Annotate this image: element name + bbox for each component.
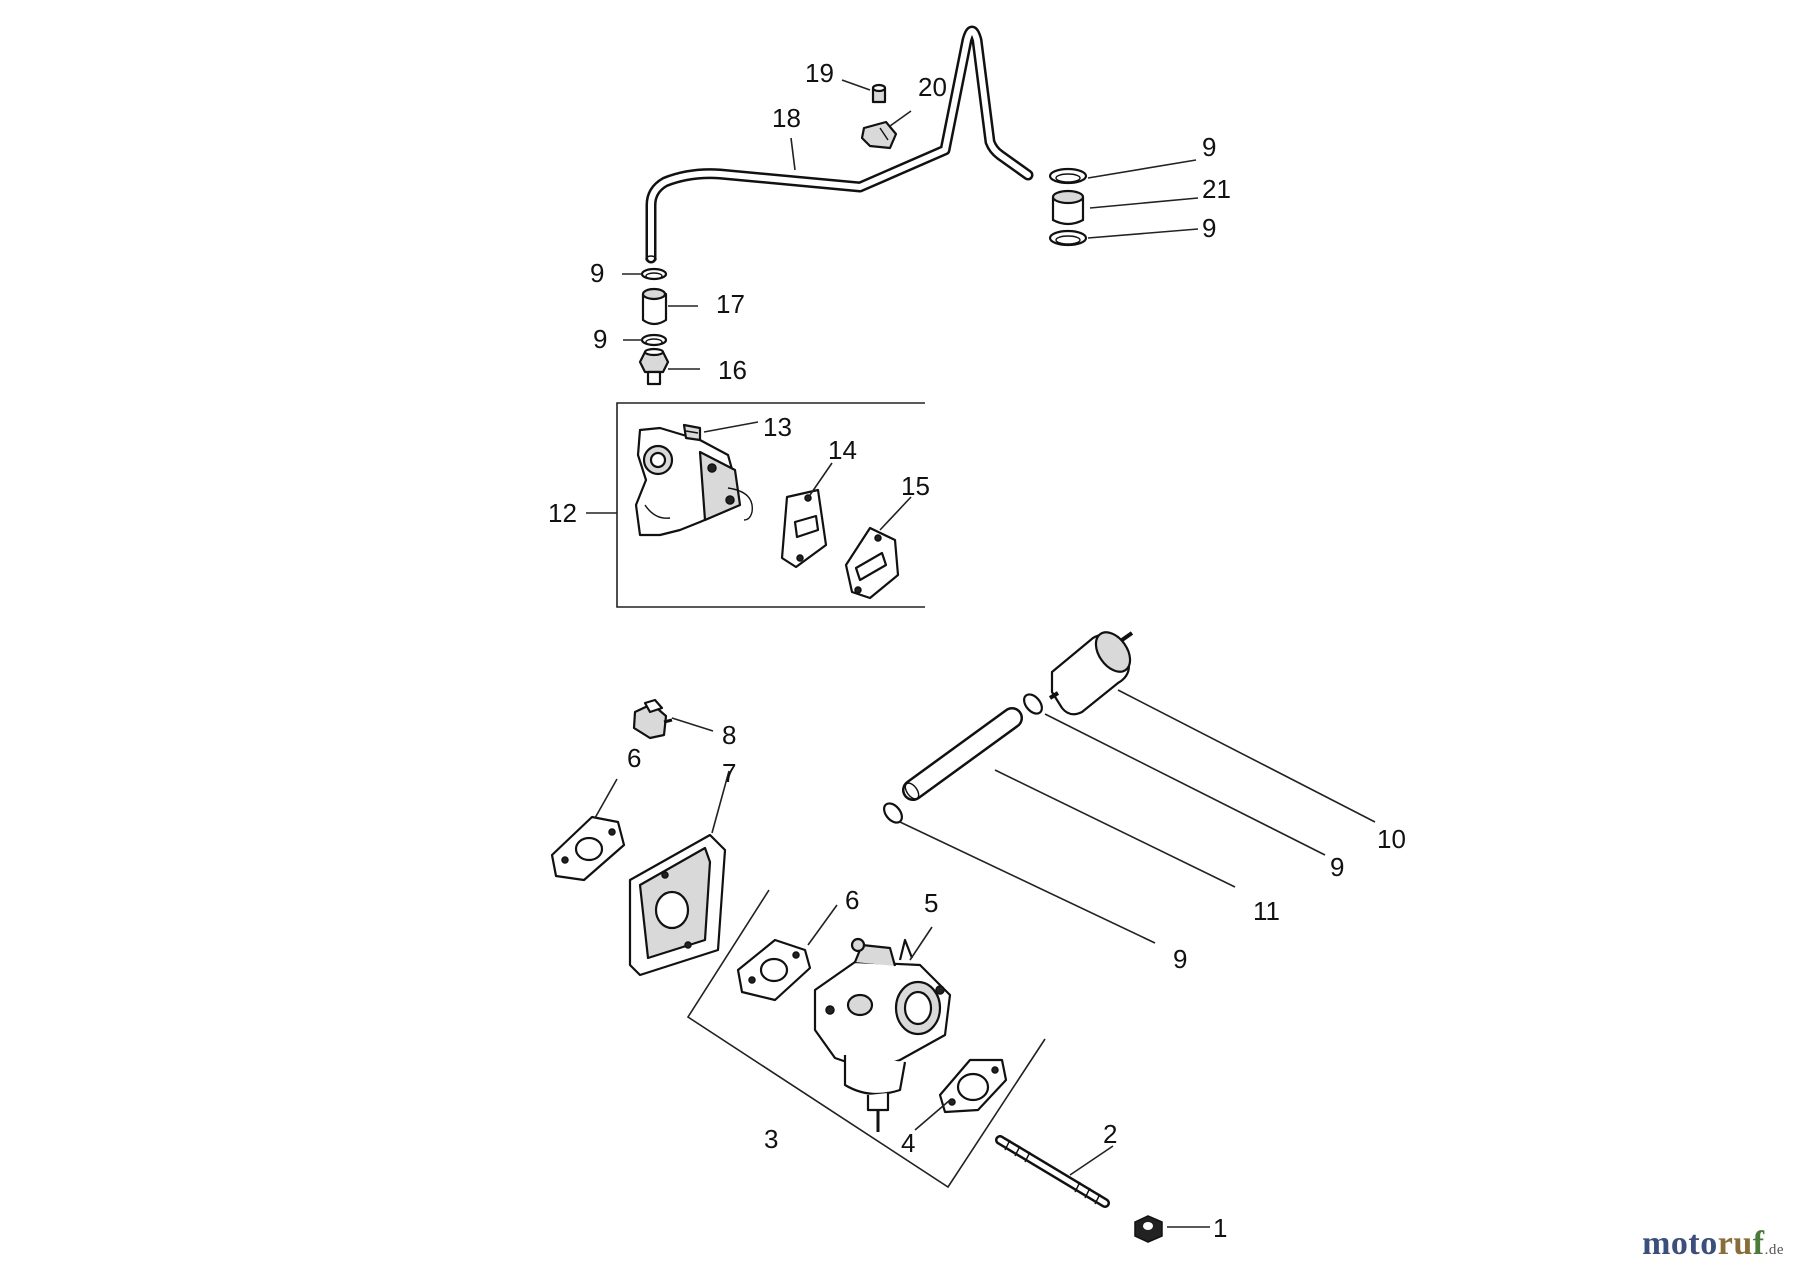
hose-clamp-9-hose-end: [883, 802, 903, 824]
callout-17: 17: [716, 289, 745, 319]
gasket-6-lower: [736, 938, 812, 1002]
gasket-4: [938, 1058, 1008, 1114]
callout-4: 4: [901, 1128, 915, 1158]
hose-clamp-9-lower-right: [1048, 229, 1088, 247]
callout-10: 10: [1377, 824, 1406, 854]
hose-clamp-9-filter: [1023, 693, 1043, 715]
clamp-20: [860, 120, 898, 150]
callout-7: 7: [722, 758, 736, 788]
callout-3: 3: [764, 1124, 778, 1154]
fuel-pump-kit-bracket-12: [586, 402, 925, 608]
callout-21: 21: [1202, 174, 1231, 204]
callout-9-d: 9: [593, 324, 607, 354]
motoruf-watermark-logo: motoruf.de: [1642, 1225, 1784, 1262]
sleeve-17: [641, 287, 668, 326]
callout-6-b: 6: [845, 885, 859, 915]
fitting-19: [871, 83, 887, 104]
carburetor-5: [813, 937, 952, 1132]
nut-1: [1134, 1215, 1163, 1243]
fuel-hose-11: [902, 707, 1023, 801]
callout-5: 5: [924, 888, 938, 918]
inline-filter-21: [1051, 189, 1085, 226]
fuel-filter-10: [1048, 631, 1134, 716]
callout-labels: 19 20 18 9 21 9 9 17 9 16 13 14 15 12 8 …: [548, 58, 1406, 1243]
callout-20: 20: [918, 72, 947, 102]
callout-14: 14: [828, 435, 857, 465]
callout-15: 15: [901, 471, 930, 501]
fitting-8: [632, 698, 673, 740]
callout-8: 8: [722, 720, 736, 750]
callout-9-c: 9: [590, 258, 604, 288]
callout-11: 11: [1253, 896, 1280, 926]
callout-6-a: 6: [627, 743, 641, 773]
heat-shield-7: [628, 833, 727, 977]
hose-clamp-9-upper-left: [640, 267, 668, 281]
callout-9-a: 9: [1202, 132, 1216, 162]
callout-12: 12: [548, 498, 577, 528]
callout-19: 19: [805, 58, 834, 88]
fuel-line-18: [645, 25, 1034, 264]
fuel-pump-12: [634, 426, 753, 537]
fitting-16: [638, 347, 670, 386]
hose-clamp-9-lower-left: [640, 333, 668, 347]
gasket-14: [780, 488, 828, 569]
carburetor-kit-bracket-3: [686, 889, 1046, 1189]
leader-lines: [594, 79, 1376, 1228]
gasket-6-upper: [550, 815, 626, 882]
callout-16: 16: [718, 355, 747, 385]
callout-1: 1: [1213, 1213, 1227, 1243]
gasket-15: [844, 526, 900, 600]
screw-13: [682, 423, 702, 442]
stud-2: [995, 1135, 1110, 1208]
callout-9-b: 9: [1202, 213, 1216, 243]
callout-9-f: 9: [1173, 944, 1187, 974]
callout-13: 13: [763, 412, 792, 442]
callout-9-e: 9: [1330, 852, 1344, 882]
callout-2: 2: [1103, 1119, 1117, 1149]
hose-clamp-9-upper-right: [1048, 167, 1088, 185]
callout-18: 18: [772, 103, 801, 133]
